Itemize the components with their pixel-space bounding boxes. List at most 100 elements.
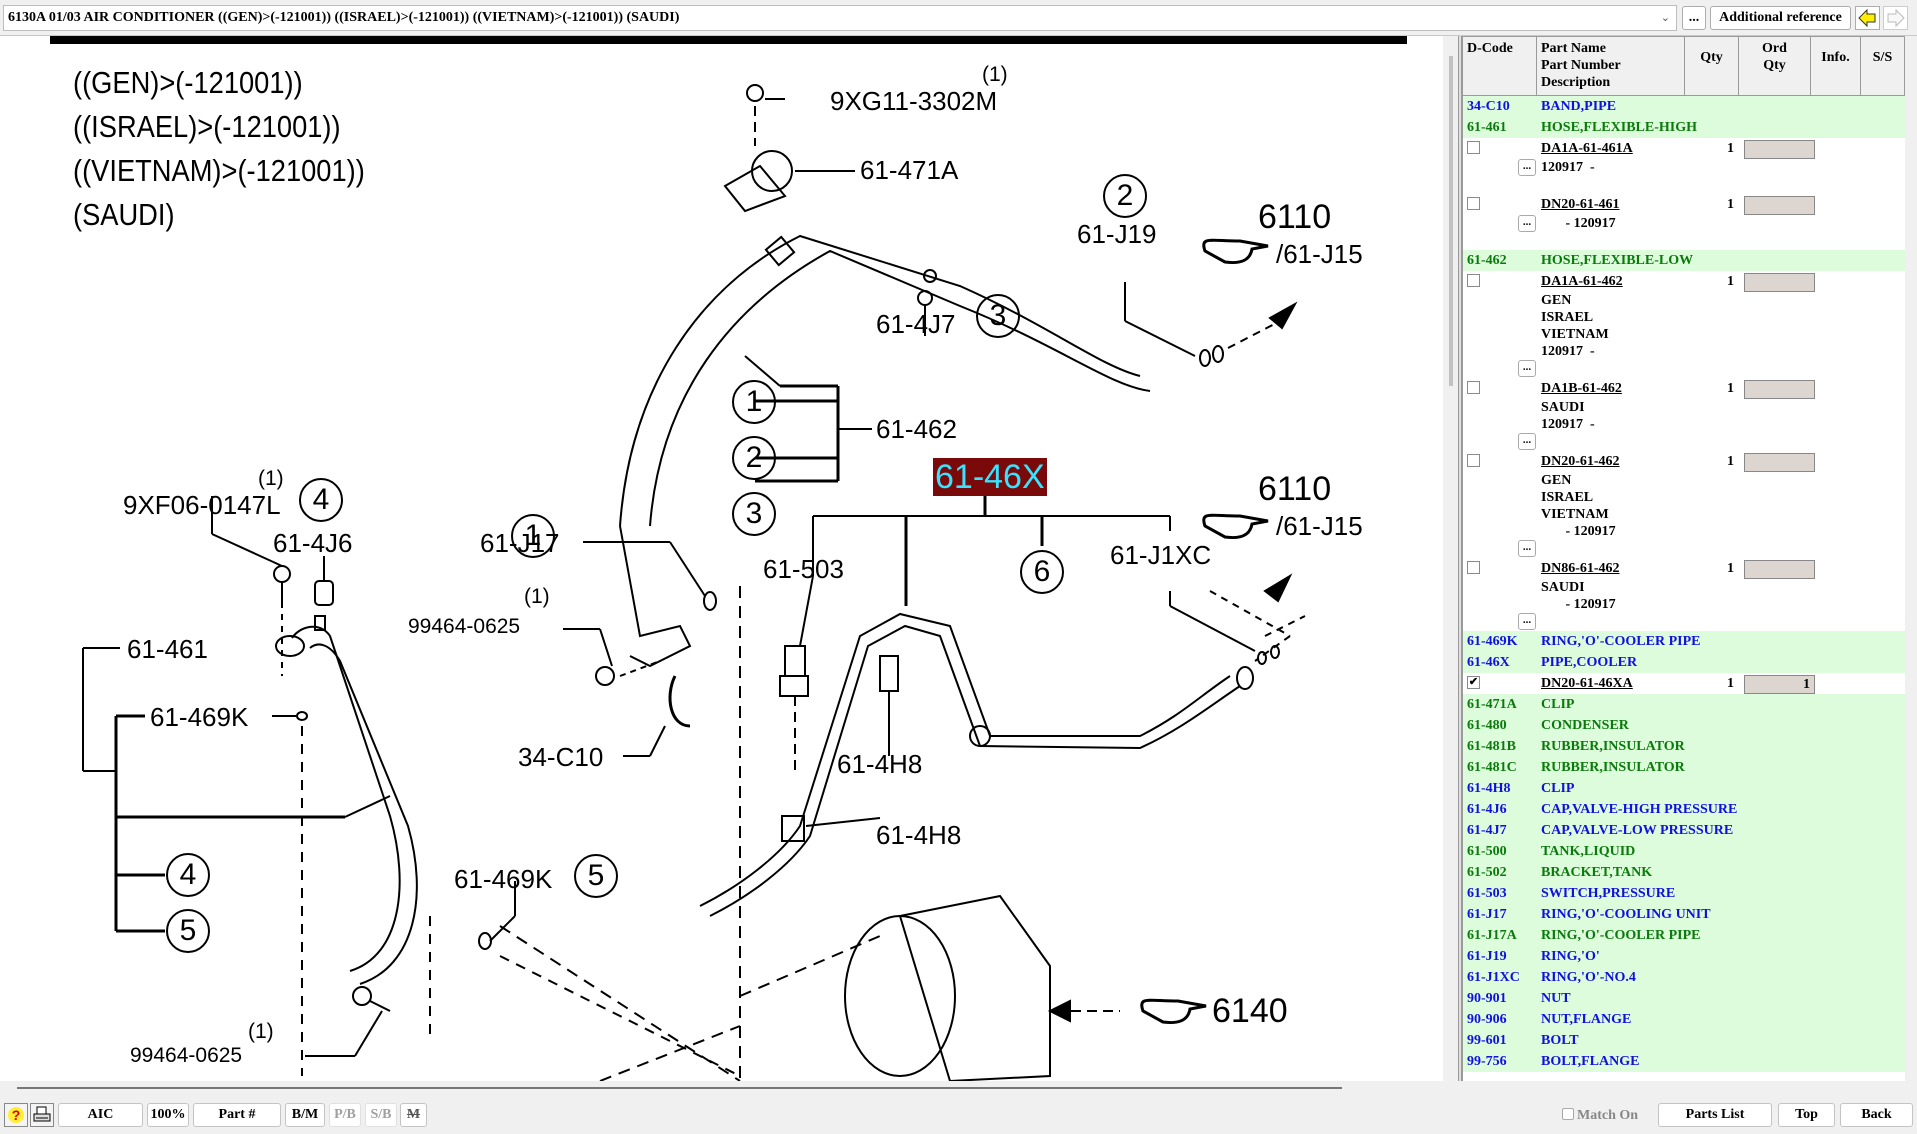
callout-61-462[interactable]: 61-462	[876, 414, 957, 444]
details-button[interactable]: ...	[1518, 159, 1536, 176]
dcode-cell[interactable]: 61-500	[1467, 844, 1507, 859]
diagram-horizontal-scrollbar[interactable]	[17, 1087, 1342, 1089]
order-qty-input[interactable]	[1744, 453, 1815, 472]
dcode-cell[interactable]: 61-481B	[1467, 739, 1516, 754]
callout-99464-0625[interactable]: 99464-0625	[130, 1044, 243, 1067]
parts-list-button[interactable]: Parts List	[1658, 1103, 1772, 1127]
dcode-cell[interactable]: 99-601	[1467, 1033, 1507, 1048]
select-checkbox[interactable]	[1467, 141, 1480, 154]
back-button[interactable]: Back	[1840, 1103, 1913, 1127]
select-checkbox[interactable]	[1467, 381, 1480, 394]
dcode-cell[interactable]: 99-756	[1467, 1054, 1507, 1069]
callout-61-4h8[interactable]: 61-4H8	[876, 820, 962, 850]
column-header-info[interactable]: Info.	[1811, 37, 1861, 95]
forward-arrow-button[interactable]	[1883, 6, 1908, 30]
callout-61-46x-highlighted[interactable]: 61-46X	[933, 458, 1047, 496]
details-button[interactable]: ...	[1518, 540, 1536, 557]
dcode-cell[interactable]: 61-502	[1467, 865, 1507, 880]
dcode-cell[interactable]: 34-C10	[1467, 99, 1510, 114]
bm-button[interactable]: B/M	[285, 1103, 325, 1127]
reference-6140[interactable]: 6140	[1212, 992, 1288, 1030]
chevron-down-icon[interactable]: ⌄	[1660, 12, 1670, 24]
dcode-cell[interactable]: 61-480	[1467, 718, 1507, 733]
dcode-cell[interactable]: 61-471A	[1467, 697, 1517, 712]
dcode-cell[interactable]: 61-469K	[1467, 634, 1518, 649]
back-arrow-button[interactable]	[1855, 6, 1880, 30]
parts-diagram[interactable]: ((GEN)>(-121001)) ((ISRAEL)>(-121001)) (…	[0, 36, 1443, 1081]
order-qty-input[interactable]	[1744, 273, 1815, 292]
dcode-cell[interactable]: 90-906	[1467, 1012, 1507, 1027]
diagram-vertical-scrollbar[interactable]	[1446, 36, 1458, 1081]
dcode-cell[interactable]: 61-4J6	[1467, 802, 1507, 817]
dcode-cell[interactable]: 61-4H8	[1467, 781, 1511, 796]
aic-button[interactable]: AIC	[58, 1103, 143, 1127]
dcode-cell[interactable]: 61-46X	[1467, 655, 1510, 670]
order-qty-input[interactable]	[1744, 196, 1815, 215]
callout-61-j19[interactable]: 61-J19	[1077, 219, 1157, 249]
column-header-dcode[interactable]: D-Code	[1463, 37, 1537, 95]
match-on-checkbox[interactable]	[1562, 1108, 1574, 1120]
callout-61-4j6[interactable]: 61-4J6	[273, 528, 353, 558]
reference-6110[interactable]: 6110	[1258, 470, 1332, 508]
reference-61-j15[interactable]: /61-J15	[1276, 239, 1363, 269]
help-button[interactable]: ?	[4, 1103, 28, 1127]
callout-9xf06-0147l[interactable]: 9XF06-0147L	[123, 490, 281, 520]
select-checkbox[interactable]	[1467, 561, 1480, 574]
m-button[interactable]: M	[400, 1103, 427, 1127]
callout-61-j17[interactable]: 61-J17	[480, 528, 560, 558]
callout-9xg11-3302m[interactable]: 9XG11-3302M	[830, 86, 998, 116]
select-checkbox[interactable]	[1467, 197, 1480, 210]
zoom-button[interactable]: 100%	[147, 1103, 189, 1127]
dcode-cell[interactable]: 61-461	[1467, 120, 1507, 135]
select-checkbox[interactable]	[1467, 454, 1480, 467]
order-qty-input[interactable]	[1744, 140, 1815, 159]
dcode-cell[interactable]: 61-462	[1467, 253, 1507, 268]
callout-61-4j7[interactable]: 61-4J7	[876, 309, 956, 339]
callout-61-469k[interactable]: 61-469K	[454, 864, 553, 894]
callout-61-471a[interactable]: 61-471A	[860, 155, 959, 185]
callout-99464-0625[interactable]: 99464-0625	[408, 615, 521, 638]
dcode-cell[interactable]: 61-J17A	[1467, 928, 1517, 943]
callout-34-c10[interactable]: 34-C10	[518, 742, 604, 772]
dcode-cell[interactable]: 61-J19	[1467, 949, 1507, 964]
column-header-ss[interactable]: S/S	[1872, 50, 1893, 65]
dcode-cell[interactable]: 90-901	[1467, 991, 1507, 1006]
callout-61-4h8[interactable]: 61-4H8	[837, 749, 923, 779]
order-qty-input[interactable]	[1744, 560, 1815, 579]
ellipsis-button[interactable]: ...	[1682, 6, 1706, 30]
sb-button[interactable]: S/B	[365, 1103, 397, 1127]
scrollbar-thumb[interactable]	[1449, 56, 1453, 386]
part-number-link[interactable]: DN86-61-462	[1541, 561, 1620, 576]
dcode-cell[interactable]: 61-J17	[1467, 907, 1507, 922]
column-header-qty[interactable]: Qty	[1685, 37, 1739, 95]
callout-61-j1xc[interactable]: 61-J1XC	[1110, 540, 1212, 570]
order-qty-input[interactable]: 1	[1744, 675, 1815, 694]
callout-61-461[interactable]: 61-461	[127, 634, 208, 664]
dcode-cell[interactable]: 61-4J7	[1467, 823, 1507, 838]
reference-61-j15[interactable]: /61-J15	[1276, 511, 1363, 541]
details-button[interactable]: ...	[1518, 360, 1536, 377]
additional-reference-button[interactable]: Additional reference	[1710, 6, 1851, 30]
pane-splitter[interactable]	[1458, 36, 1462, 1096]
select-checkbox[interactable]: ✔	[1467, 676, 1480, 689]
column-header-part[interactable]: Part Name Part Number Description	[1537, 37, 1685, 95]
order-qty-input[interactable]	[1744, 380, 1815, 399]
dcode-cell[interactable]: 61-481C	[1467, 760, 1517, 775]
column-header-ord-qty[interactable]: Ord Qty	[1739, 37, 1811, 95]
